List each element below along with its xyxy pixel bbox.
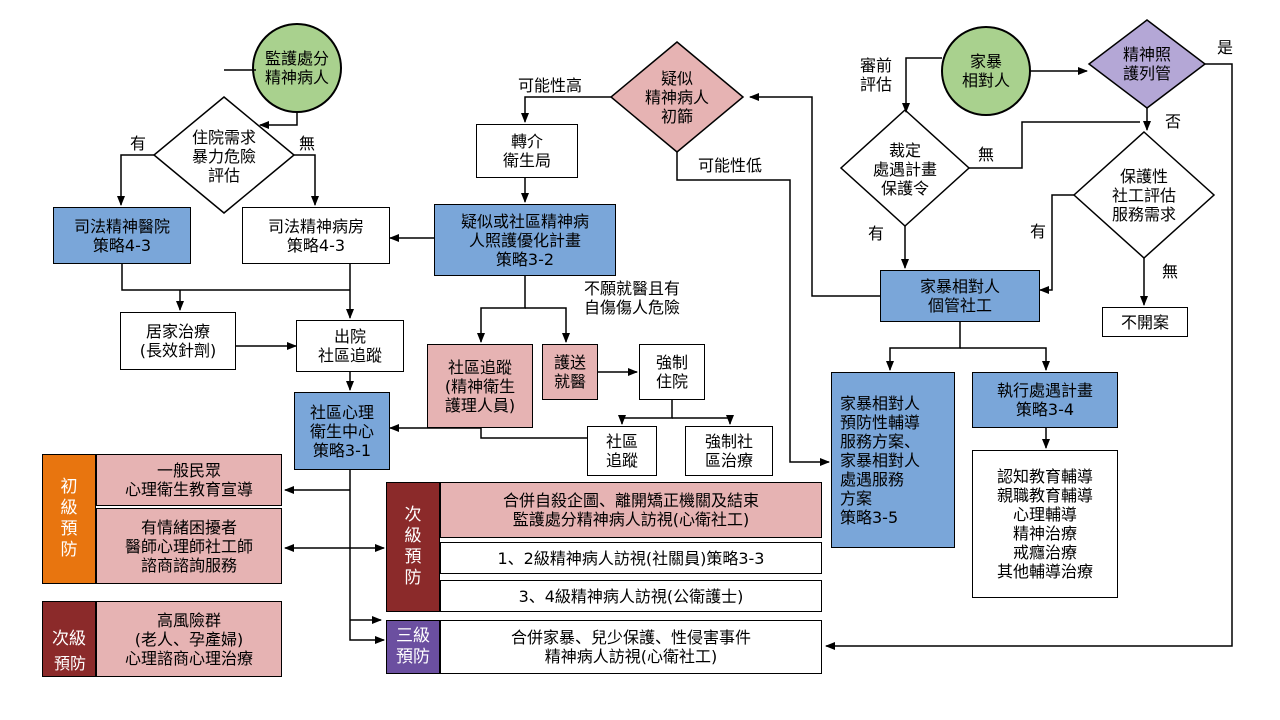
node-grade34-visit: 3、4級精神病人訪視(公衛護士)	[440, 580, 822, 612]
edge	[902, 57, 942, 113]
label-secondary-a: 次級	[52, 628, 86, 649]
node-treatment-list: 認知教育輔導 親職教育輔導 心理輔導 精神治療 戒癮治療 其他輔導治療	[972, 450, 1118, 598]
edge	[749, 93, 880, 297]
node-judicial-ward: 司法精神病房 策略4-3	[242, 207, 390, 264]
edge	[480, 428, 587, 439]
edge-label-has: 有	[130, 134, 147, 153]
node-high-risk: 高風險群 (老人、孕產婦) 心理諮商心理治療	[96, 601, 282, 677]
edge-label-has-social: 有	[1030, 222, 1047, 241]
edge	[886, 322, 961, 371]
edge	[525, 307, 570, 343]
edge-label-none-ruling: 無	[978, 145, 995, 164]
edge-label-has-ruling: 有	[868, 224, 885, 243]
edge	[121, 264, 350, 291]
node-escort-medical: 護送 就醫	[542, 344, 598, 400]
node-community-tracking: 社區 追蹤	[587, 426, 657, 476]
edge-label-yes: 是	[1217, 38, 1234, 57]
node-family-prevent-services: 家暴相對人 預防性輔導 服務方案、 家暴相對人 處遇服務 方案 策略3-5	[831, 372, 955, 548]
node-mental-health-center: 社區心理 衛生中心 策略3-1	[294, 392, 390, 470]
node-start-family: 家暴 相對人	[961, 52, 1010, 90]
node-no-case: 不開案	[1102, 307, 1188, 337]
edge-label-no: 否	[1165, 112, 1182, 131]
edge-label-pre-trial: 審前 評估	[860, 56, 893, 94]
node-d-mental-listed: 精神照 護列管	[1122, 45, 1171, 83]
edge	[825, 63, 1233, 650]
node-compulsory-community: 強制社 區治療	[685, 426, 773, 476]
node-d-hosp-risk: 住院需求 暴力危險 評估	[191, 127, 256, 185]
node-execute-plan: 執行處遇計畫 策略3-4	[972, 372, 1118, 428]
node-referral-health: 轉介 衛生局	[476, 124, 578, 178]
label-tertiary-prevention: 三級 預防	[386, 620, 440, 674]
node-d-ruling-order: 裁定 處遇計畫 保護令	[872, 140, 937, 198]
edge	[521, 96, 611, 123]
node-discharge-tracking: 出院 社區追蹤	[296, 320, 404, 372]
node-d-protect-social: 保護性 社工評估 服務需求	[1111, 166, 1176, 224]
node-community-tracking-nurse: 社區追蹤 (精神衛生 護理人員)	[427, 344, 533, 428]
edge	[294, 154, 319, 206]
edge	[969, 121, 1140, 169]
label-primary-prevention: 初 級 預 防	[42, 454, 96, 584]
node-emotional-distress: 有情緒困擾者 醫師心理師社工師 諮商諮詢服務	[96, 508, 282, 584]
node-compulsory-admission: 強制 住院	[639, 344, 705, 400]
edge-label-prob-low: 可能性低	[698, 156, 763, 175]
edge-label-none: 無	[299, 134, 316, 153]
edge	[672, 415, 734, 425]
node-merged-violence: 合併家暴、兒少保護、性侵害事件 精神病人訪視(心衛社工)	[440, 620, 822, 674]
node-judicial-hospital: 司法精神醫院 策略4-3	[53, 207, 191, 264]
node-d-suspect-screen: 疑似 精神病人 初篩	[644, 68, 709, 126]
edge	[259, 112, 298, 129]
node-general-public: 一般民眾 心理衛生教育宣導	[96, 454, 282, 506]
label-secondary-prevention-vertical: 次 級 預 防	[386, 482, 440, 612]
node-start-supervised: 監護處分 精神病人	[264, 49, 329, 87]
node-home-treatment: 居家治療 (長效針劑)	[120, 312, 236, 370]
node-family-case-social: 家暴相對人 個管社工	[880, 270, 1040, 322]
edge	[618, 400, 673, 425]
node-suspect-community-plan: 疑似或社區精神病 人照護優化計畫 策略3-2	[434, 204, 616, 276]
node-grade12-visit: 1、2級精神病人訪視(社關員)策略3-3	[440, 542, 822, 574]
label-secondary-b: 預防	[53, 654, 86, 673]
edge	[349, 470, 385, 644]
node-merged-suicide: 合併自殺企圖、離開矯正機關及結束 監護處分精神病人訪視(心衛社工)	[440, 482, 822, 538]
edge	[676, 152, 830, 466]
label-secondary-prevention-a: 次級	[42, 601, 96, 677]
edge	[960, 347, 1050, 371]
edge-label-unwilling: 不願就醫且有 自傷傷人危險	[584, 279, 681, 317]
edge-label-none-social: 無	[1162, 262, 1179, 281]
edge	[1039, 194, 1074, 294]
edge	[477, 276, 526, 343]
edge-label-prob-high: 可能性高	[518, 76, 583, 95]
edge	[117, 154, 154, 206]
